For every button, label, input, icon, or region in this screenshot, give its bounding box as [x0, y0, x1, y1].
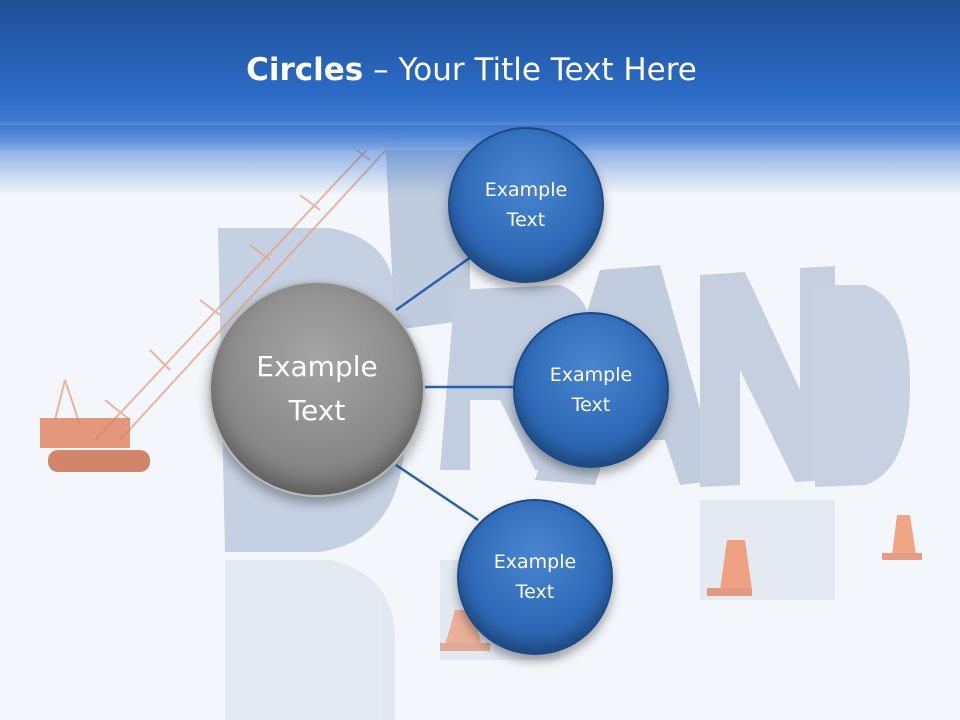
satellite-circle-text: Example Text — [493, 551, 577, 603]
slide-title-rest: – Your Title Text Here — [363, 52, 697, 88]
satellite-circle-top[interactable]: Example Text — [448, 127, 604, 283]
satellite-circle-text: Example Text — [549, 364, 633, 416]
satellite-circle-text: Example Text — [484, 179, 568, 231]
center-circle-text: Example Text — [256, 350, 378, 427]
connector-line-bottom — [395, 463, 479, 522]
traffic-cone-icon — [882, 515, 922, 560]
slide-title: Circles – Your Title Text Here — [0, 52, 943, 88]
traffic-cone-icon — [707, 540, 752, 596]
satellite-circle-bottom[interactable]: Example Text — [457, 499, 613, 655]
connector-lines — [395, 250, 516, 522]
crane-base — [40, 418, 150, 472]
slide-title-bold: Circles — [246, 52, 364, 88]
satellite-circle-middle[interactable]: Example Text — [513, 312, 669, 468]
center-circle[interactable]: Example Text — [209, 281, 425, 497]
connector-line-top — [395, 250, 479, 312]
